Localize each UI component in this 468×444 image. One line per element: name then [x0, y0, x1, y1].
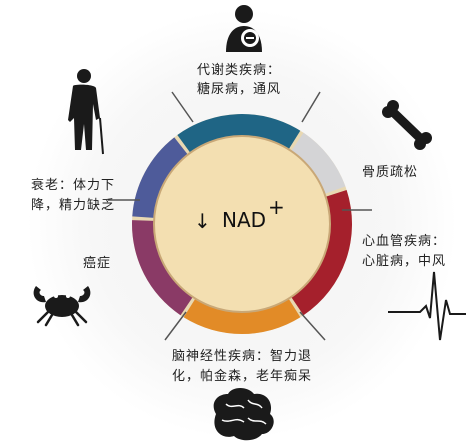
label-heart-line2: 心脏病，中风 — [362, 254, 447, 269]
brain-icon — [213, 388, 274, 441]
label-brain-line1: 脑神经性疾病：智力退 — [172, 349, 313, 364]
inner-disc — [154, 136, 330, 312]
label-aging-line1: 衰老：体力下 — [31, 178, 116, 193]
label-brain-line2: 化，帕金森，老年痴呆 — [172, 369, 313, 384]
heartbeat-line-icon — [388, 271, 466, 341]
segment-heart — [291, 190, 352, 316]
bone-icon — [382, 100, 432, 150]
connector-lines — [108, 91, 372, 341]
label-metabolic-line1: 代谢类疾病： — [197, 63, 282, 78]
connector-line — [171, 91, 194, 123]
connector-line — [299, 311, 326, 341]
center-label-superscript: + — [268, 195, 285, 219]
person-with-face-mask-icon — [226, 5, 262, 52]
center-label: NAD — [222, 208, 266, 232]
label-bone: 骨质疏松 — [362, 165, 419, 180]
label-heart-line1: 心血管疾病： — [362, 234, 447, 249]
elderly-person-with-cane-icon — [68, 69, 104, 155]
label-metabolic-line2: 糖尿病，通风 — [197, 82, 282, 97]
segment-cancer — [132, 220, 193, 316]
segment-aging — [132, 137, 188, 218]
down-arrow-icon: ↓ — [194, 209, 211, 233]
connector-line — [301, 91, 321, 123]
segment-bone — [291, 132, 346, 194]
crab-icon — [33, 286, 91, 327]
connector-line — [164, 311, 187, 341]
label-cancer: 癌症 — [83, 256, 112, 271]
label-aging-line2: 降，精力缺乏 — [31, 198, 116, 213]
inner-disc-border — [153, 135, 331, 313]
segment-metabolic — [177, 114, 301, 153]
